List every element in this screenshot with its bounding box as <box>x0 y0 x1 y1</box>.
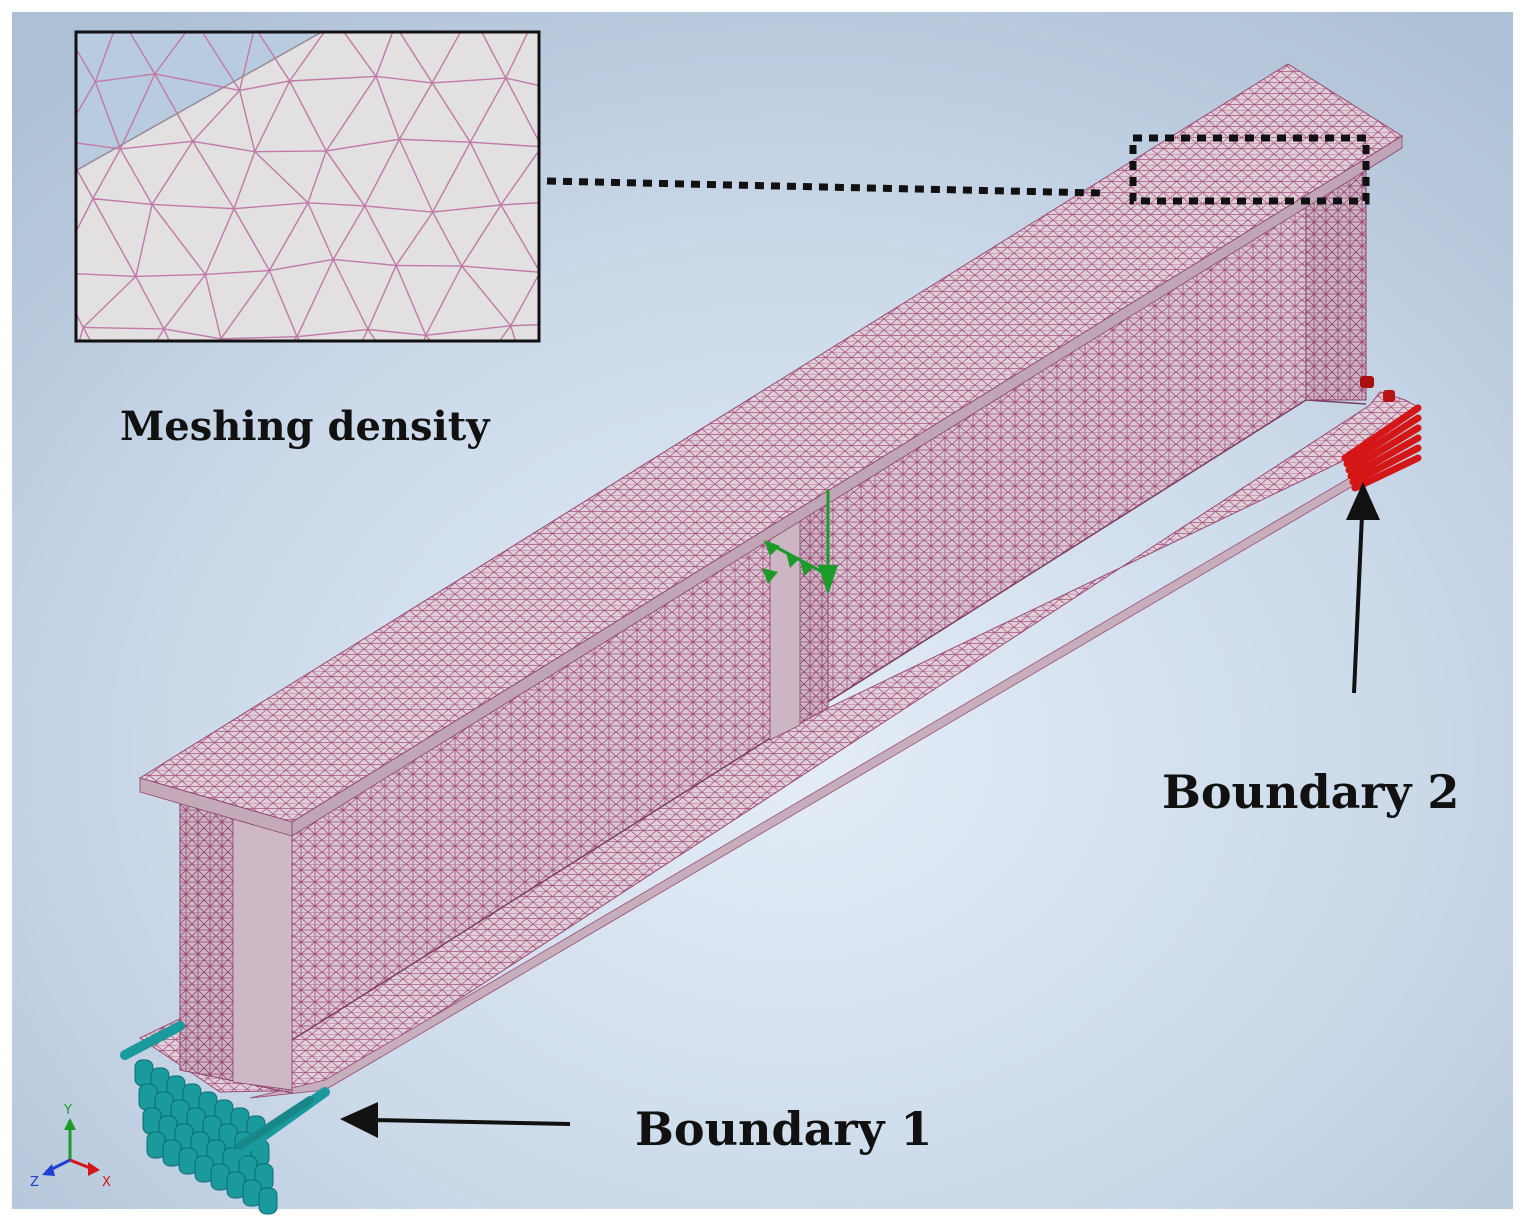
boundary-2-arrow <box>1346 482 1380 694</box>
boundary-2-label: Boundary 2 <box>1162 765 1459 819</box>
zoom-region-marker <box>1129 134 1370 205</box>
xyz-axis-triad-icon: Y Z X <box>30 1103 111 1190</box>
i-beam-mesh-model <box>138 63 1421 1099</box>
left-web-end <box>232 817 293 1091</box>
middle-stiffener-face <box>769 504 801 741</box>
load-arrow-icon <box>762 490 838 595</box>
boundary-1-arrow <box>340 1102 571 1138</box>
axis-y-label: Y <box>63 1103 72 1118</box>
axis-x-label: X <box>102 1175 111 1190</box>
magnified-mesh-inset <box>74 30 541 343</box>
boundary-1-label: Boundary 1 <box>635 1102 932 1156</box>
zoom-leader-line <box>546 177 1101 197</box>
fixed-support-icon <box>120 1021 330 1215</box>
top-flange-edge-left <box>139 777 293 837</box>
axis-z-label: Z <box>30 1175 39 1190</box>
meshing-density-label: Meshing density <box>120 403 491 450</box>
roller-support-icon <box>1341 376 1422 492</box>
